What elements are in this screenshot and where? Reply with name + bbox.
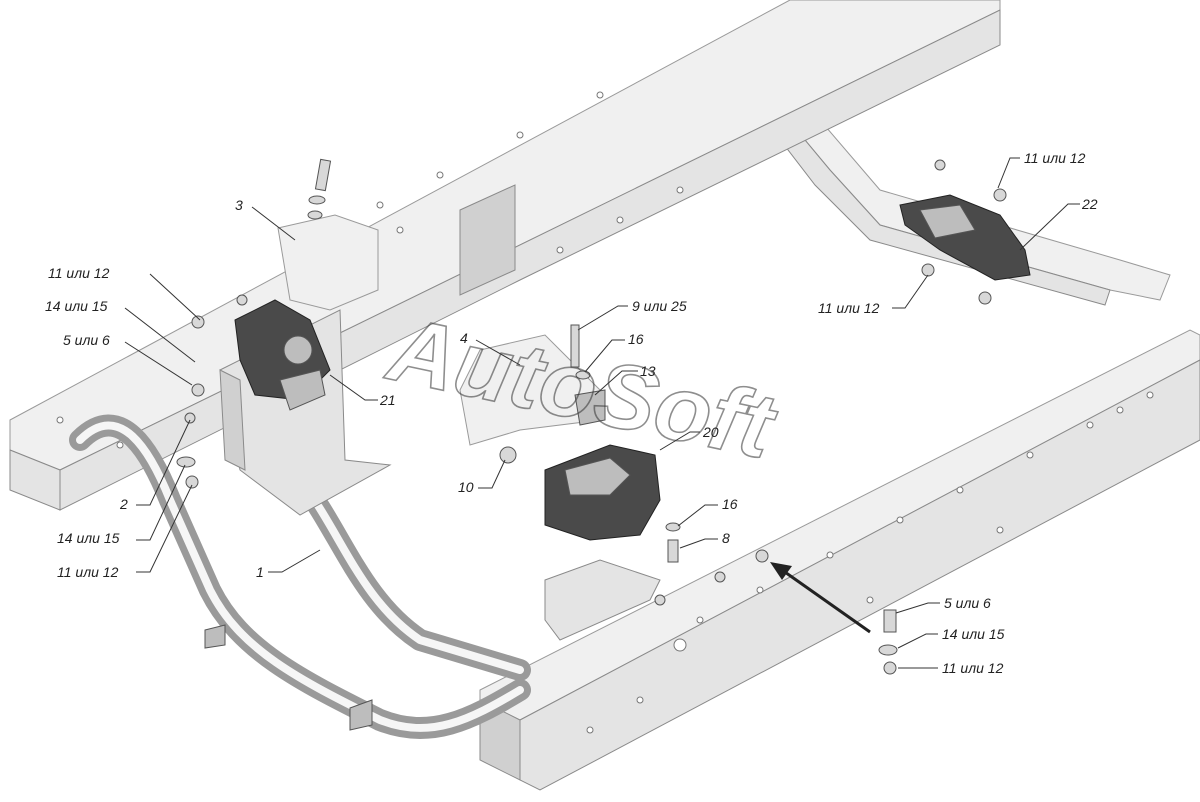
callout-5-or-6-right: 5 или 6 (944, 595, 991, 611)
callout-16-upper: 16 (628, 331, 644, 347)
callout-14-or-15-left: 14 или 15 (45, 298, 108, 314)
fasteners (176, 159, 1007, 675)
callout-10: 10 (458, 479, 474, 495)
callout-14-or-15-lower: 14 или 15 (57, 530, 120, 546)
callout-22: 22 (1081, 196, 1098, 212)
callout-11-or-12-rear-top: 11 или 12 (1024, 150, 1086, 166)
leader-lines (124, 157, 1080, 669)
right-side-rail (479, 329, 1200, 791)
rail-holes (56, 91, 1154, 734)
callout-1: 1 (256, 564, 264, 580)
callout-11-or-12-rear-bottom: 11 или 12 (818, 300, 880, 316)
callout-21: 21 (379, 392, 396, 408)
callout-11-or-12-lower: 11 или 12 (57, 564, 119, 580)
rear-mount-22 (899, 194, 1031, 281)
callout-9-or-25: 9 или 25 (632, 298, 687, 314)
callout-20: 20 (702, 424, 719, 440)
bracket-4 (459, 324, 606, 464)
callout-11-or-12-left: 11 или 12 (48, 265, 110, 281)
callout-labels: 3 11 или 12 14 или 15 5 или 6 2 14 или 1… (45, 150, 1098, 676)
watermark-text: AutoSoft (379, 297, 785, 479)
callout-13: 13 (640, 363, 656, 379)
bolt-8 (665, 522, 681, 563)
callout-4: 4 (460, 330, 468, 346)
cushion-20 (544, 444, 661, 541)
callout-2: 2 (119, 496, 128, 512)
callout-3: 3 (235, 197, 243, 213)
bracket-3 (234, 214, 379, 411)
callout-5-or-6-left: 5 или 6 (63, 332, 110, 348)
callout-8: 8 (722, 530, 730, 546)
callout-11-or-12-right: 11 или 12 (942, 660, 1004, 676)
callout-16-lower: 16 (722, 496, 738, 512)
assembly-arrow (770, 562, 871, 634)
callout-14-or-15-right: 14 или 15 (942, 626, 1005, 642)
front-tube-cross-member (69, 414, 531, 739)
bolt-3 (307, 158, 332, 220)
